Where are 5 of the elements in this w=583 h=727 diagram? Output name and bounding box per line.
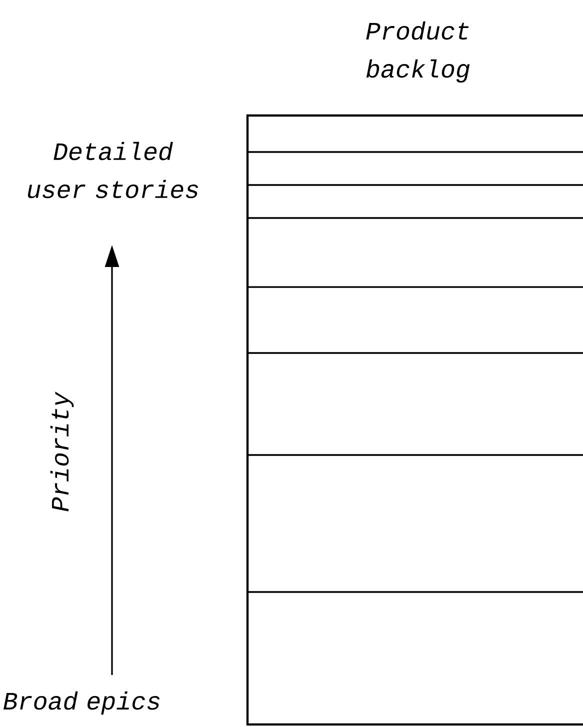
epic-label: Broad epics (4, 691, 160, 715)
backlog-box (246, 114, 583, 726)
axis-label: Priority (50, 392, 74, 512)
detail-label: Detailed user stories (28, 142, 198, 198)
title: Product backlog (366, 21, 470, 83)
